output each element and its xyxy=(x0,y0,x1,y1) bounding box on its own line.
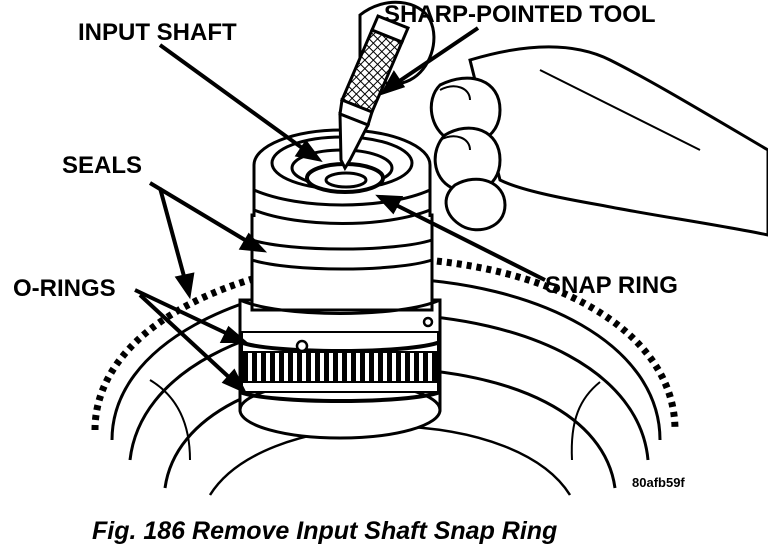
sharp-pointed-tool xyxy=(338,14,410,172)
seals-leader-upper xyxy=(148,181,268,253)
leader-lines xyxy=(134,26,546,395)
figure-caption: Fig. 186 Remove Input Shaft Snap Ring xyxy=(92,517,558,545)
input-shaft-leader xyxy=(158,43,323,162)
hand xyxy=(358,0,768,237)
label-sharp-pointed-tool: SHARP-POINTED TOOL xyxy=(384,1,656,28)
illustration-id: 80afb59f xyxy=(632,475,685,490)
seals-leader-lower xyxy=(158,187,195,300)
label-snap-ring: SNAP RING xyxy=(545,272,678,299)
input-shaft-assembly xyxy=(238,128,442,440)
o-rings-leader-lower xyxy=(138,293,248,395)
label-input-shaft: INPUT SHAFT xyxy=(78,19,237,46)
snap-ring-leader xyxy=(375,194,546,282)
o-rings-leader-upper xyxy=(134,288,249,343)
label-o-rings: O-RINGS xyxy=(13,275,116,302)
sharp-pointed-tool-leader xyxy=(379,26,480,96)
label-seals: SEALS xyxy=(62,152,142,179)
